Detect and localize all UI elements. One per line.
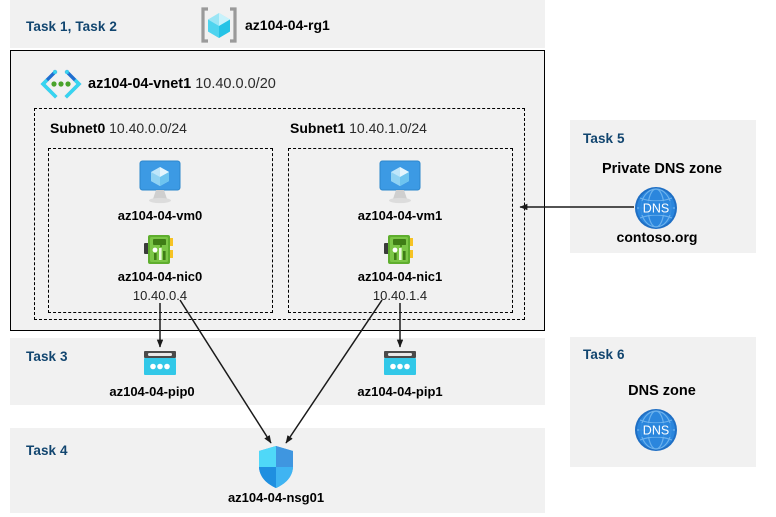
dns-globe-icon: DNS — [632, 184, 680, 232]
vnet-header: az104-04-vnet1 10.40.0.0/20 — [88, 76, 276, 92]
private-dns-zone-name: contoso.org — [616, 229, 698, 245]
task-5-panel — [570, 120, 756, 253]
subnets-wrapper — [34, 108, 525, 320]
vm1-label: az104-04-vm1 — [357, 208, 443, 223]
nic1-label: az104-04-nic1 — [357, 269, 443, 284]
subnet0-cidr: 10.40.0.0/24 — [109, 120, 187, 136]
nic0-ip: 10.40.0.4 — [132, 288, 188, 303]
nic1-ip: 10.40.1.4 — [372, 288, 428, 303]
pip0-label: az104-04-pip0 — [109, 384, 195, 399]
public-ip-address-icon — [380, 349, 420, 379]
task-5-label: Task 5 — [583, 131, 625, 146]
subnet0-header: Subnet0 10.40.0.0/24 — [50, 120, 187, 136]
virtual-network-icon — [38, 69, 84, 99]
task-6-label: Task 6 — [583, 347, 625, 362]
vnet-cidr: 10.40.0.0/20 — [195, 76, 276, 92]
svg-text:DNS: DNS — [643, 424, 669, 438]
resource-group-icon — [199, 6, 239, 44]
vnet-name: az104-04-vnet1 — [88, 76, 192, 92]
subnet0-name: Subnet0 — [50, 120, 106, 136]
pip1-label: az104-04-pip1 — [357, 384, 443, 399]
virtual-network-container — [10, 50, 545, 331]
dns-globe-icon: DNS — [632, 406, 680, 454]
task-3-band — [10, 338, 545, 405]
nsg-label: az104-04-nsg01 — [227, 490, 325, 505]
task-1-2-label: Task 1, Task 2 — [26, 19, 117, 34]
task-4-label: Task 4 — [26, 443, 68, 458]
private-dns-zone-title: Private DNS zone — [601, 161, 723, 177]
dns-zone-title: DNS zone — [628, 383, 696, 399]
network-interface-icon — [382, 233, 418, 267]
resource-group-name: az104-04-rg1 — [245, 17, 330, 33]
public-ip-address-icon — [140, 349, 180, 379]
virtual-machine-icon — [374, 158, 426, 206]
task-3-label: Task 3 — [26, 349, 68, 364]
network-security-group-shield-icon — [255, 444, 297, 490]
svg-text:DNS: DNS — [643, 202, 669, 216]
subnet1-cidr: 10.40.1.0/24 — [349, 120, 427, 136]
vm0-label: az104-04-vm0 — [117, 208, 203, 223]
subnet1-header: Subnet1 10.40.1.0/24 — [290, 120, 427, 136]
subnet1-name: Subnet1 — [290, 120, 346, 136]
task-1-2-band — [10, 0, 545, 48]
virtual-machine-icon — [134, 158, 186, 206]
network-interface-icon — [142, 233, 178, 267]
nic0-label: az104-04-nic0 — [117, 269, 203, 284]
resource-group-name-text: az104-04-rg1 — [245, 17, 330, 33]
